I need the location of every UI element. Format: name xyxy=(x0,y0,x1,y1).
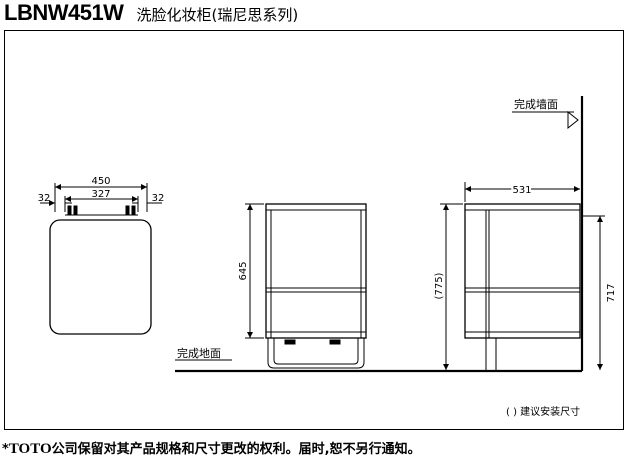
dim-text-531: 531 xyxy=(512,185,531,196)
dim-text-717: 717 xyxy=(606,283,617,302)
top-view-outline xyxy=(49,219,152,335)
fixing-points xyxy=(65,205,138,216)
footer-disclaimer: *TOTO公司保留对其产品规格和尺寸更改的权利。届时,恕不另行通知。 xyxy=(2,438,421,458)
front-legs xyxy=(267,338,365,369)
footer-asterisk: * xyxy=(2,442,9,457)
floor-label: 完成地面 xyxy=(177,346,221,360)
side-cabinet-outline xyxy=(464,203,581,339)
title-bar: LBNW451W 洗脸化妆柜(瑞尼思系列) xyxy=(4,0,298,28)
front-view xyxy=(245,203,367,369)
drawing-frame xyxy=(4,30,624,430)
dim-text-645: 645 xyxy=(238,261,249,280)
top-view xyxy=(40,183,162,335)
wall-label: 完成墙面 xyxy=(514,97,558,111)
product-name: 洗脸化妆柜(瑞尼思系列) xyxy=(136,6,299,24)
side-view xyxy=(440,96,605,372)
wall-marker xyxy=(567,110,579,130)
brand-name: TOTO xyxy=(8,441,52,457)
dim-text-32-left: 32 xyxy=(38,193,51,204)
footer-text: 公司保留对其产品规格和尺寸更改的权利。届时,恕不另行通知。 xyxy=(51,442,421,457)
dim-text-450: 450 xyxy=(91,176,110,187)
side-leg xyxy=(485,337,497,372)
front-cabinet-outline xyxy=(265,203,367,339)
model-number: LBNW451W xyxy=(4,0,124,25)
dim-text-32-right: 32 xyxy=(152,193,165,204)
note-recommended-size: ( ) 建议安装尺寸 xyxy=(506,405,580,418)
floor xyxy=(175,359,582,373)
dim-text-327: 327 xyxy=(91,189,110,200)
dim-text-775: (775) xyxy=(434,272,445,299)
